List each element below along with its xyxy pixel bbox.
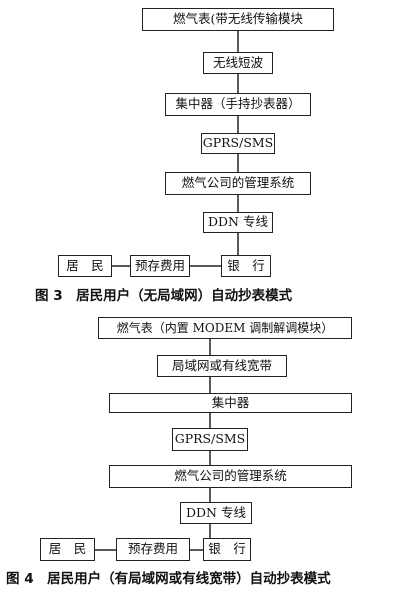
fig4-node-concentrator: 集中器	[109, 393, 352, 413]
fig3-node-bank: 银 行	[221, 255, 271, 277]
fig3-node-concentrator: 集中器（手持抄表器）	[165, 93, 311, 116]
fig4-caption: 图 4 居民用户（有局域网或有线宽带）自动抄表模式	[6, 571, 331, 587]
fig4-node-gprs: GPRS/SMS	[172, 428, 248, 451]
fig3-node-gprs: GPRS/SMS	[201, 133, 275, 154]
fig3-node-wireless: 无线短波	[203, 52, 273, 74]
fig4-node-prepay: 预存费用	[116, 538, 190, 561]
fig4-node-ddn: DDN 专线	[180, 502, 252, 524]
fig3-node-resident: 居 民	[58, 255, 112, 277]
fig4-node-bank: 银 行	[203, 538, 251, 561]
fig3-node-ddn: DDN 专线	[203, 212, 273, 233]
fig3-node-prepay: 预存费用	[130, 255, 190, 277]
fig3-node-gas-company: 燃气公司的管理系统	[165, 172, 311, 195]
fig3-node-meter: 燃气表(带无线传输模块	[142, 8, 334, 31]
fig4-node-meter: 燃气表（内置 MODEM 调制解调模块）	[98, 317, 352, 339]
fig4-node-lan: 局域网或有线宽带	[157, 355, 287, 377]
fig3-caption: 图 3 居民用户（无局域网）自动抄表模式	[35, 288, 293, 304]
fig4-node-resident: 居 民	[40, 538, 95, 561]
fig4-node-gas-company: 燃气公司的管理系统	[109, 465, 352, 488]
